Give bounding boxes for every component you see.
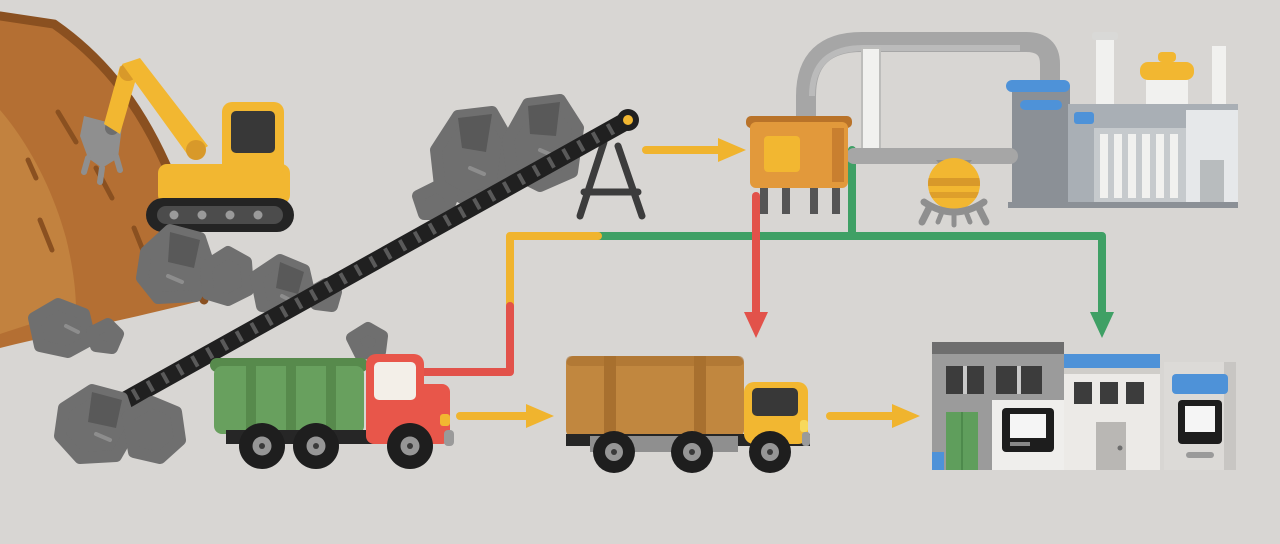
factory-chimney	[1096, 34, 1114, 108]
excavator-tracks	[146, 198, 294, 232]
conveyor-belt	[85, 109, 646, 427]
crusher-leg	[760, 188, 768, 214]
cargo-box	[566, 356, 744, 438]
excavator-window	[231, 111, 275, 153]
store-building-a	[932, 342, 1064, 470]
store-b-window-2	[1100, 382, 1118, 404]
excavator-claw-icon	[80, 116, 123, 185]
pipe-network	[796, 32, 1060, 157]
flow-arrow-cargotruck-to-stores	[826, 404, 920, 428]
crusher-panel	[764, 136, 800, 172]
dump-wheels	[239, 423, 433, 469]
conveyor-support	[576, 138, 646, 220]
flow-arrow-conveyor-to-crusher	[642, 138, 746, 162]
store-building-b	[1064, 354, 1160, 470]
factory-blue-bar	[1006, 80, 1070, 92]
conveyor-band	[85, 111, 637, 427]
furnace-assembly	[846, 148, 1018, 228]
kiosk-sign	[1172, 374, 1228, 394]
factory-side-door	[1200, 160, 1224, 204]
flow-lines	[382, 138, 1114, 428]
excavator-arm	[104, 66, 138, 134]
store-a-step	[932, 452, 944, 470]
excavator-boom	[122, 58, 208, 158]
flow-arrow-dumptruck-to-cargotruck	[456, 404, 554, 428]
crusher-machine	[746, 116, 852, 214]
factory-tank-cap	[1140, 62, 1194, 80]
flow-line-main-green	[594, 232, 1106, 316]
dump-headlight	[440, 414, 450, 426]
rock-cluster-mound-base	[28, 224, 388, 360]
vending-kiosk	[1164, 362, 1236, 470]
factory-blue-window	[1020, 100, 1062, 110]
factory-chimney-2	[1212, 46, 1226, 108]
rock-cluster-upper	[412, 94, 584, 220]
furnace-stand	[918, 198, 990, 228]
excavator	[80, 58, 294, 232]
store-a-parapet	[932, 342, 1064, 354]
flow-arrowhead-green	[1090, 312, 1114, 338]
factory-building	[1006, 32, 1238, 208]
store-b-band	[1064, 354, 1160, 368]
cargo-bumper	[802, 432, 810, 446]
pipe-arc	[796, 32, 1060, 128]
cargo-truck	[566, 356, 810, 473]
dump-cab-window	[374, 362, 416, 400]
rock-cluster-conveyor-foot	[54, 384, 186, 464]
cargo-headlight	[800, 420, 808, 432]
pipe-horizontal	[846, 148, 1018, 164]
dump-truck	[210, 354, 454, 469]
cargo-wheels	[593, 431, 791, 473]
pipe-vertical	[861, 47, 881, 157]
cargo-windshield	[752, 388, 798, 416]
store-b-window-3	[1126, 382, 1144, 404]
flow-line-loop-red	[382, 302, 514, 376]
flow-line-loop-yellow	[506, 232, 602, 310]
flow-arrowhead-red	[744, 312, 768, 338]
store-b-window	[1074, 382, 1092, 404]
dump-bumper	[444, 430, 454, 446]
kiosk-slot	[1186, 452, 1214, 458]
